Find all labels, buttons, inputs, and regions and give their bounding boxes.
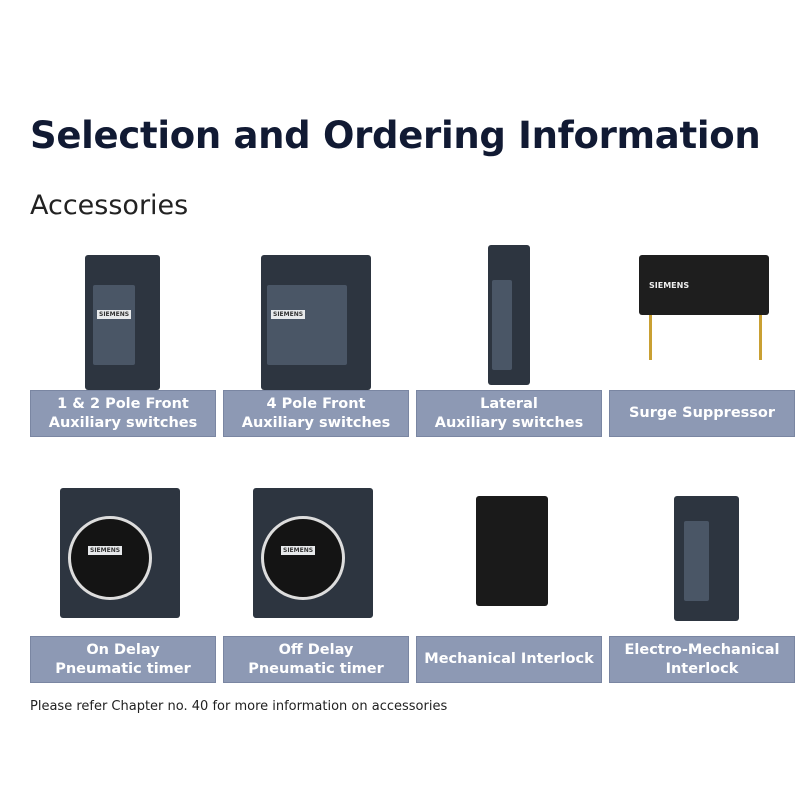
electro-mechanical-interlock-icon (609, 496, 795, 636)
mechanical-interlock-icon (416, 496, 602, 636)
on-delay-timer-icon: SIEMENS (30, 488, 216, 636)
item-label: Mechanical Interlock (416, 636, 602, 683)
surge-suppressor-icon: SIEMENS (609, 250, 795, 390)
footnote: Please refer Chapter no. 40 for more inf… (30, 699, 448, 714)
accessory-card: SIEMENS Surge Suppressor (609, 250, 795, 437)
lateral-aux-switch-icon (416, 245, 602, 390)
accessory-card: Mechanical Interlock (416, 496, 602, 683)
front-aux-switch-4pole-icon: SIEMENS (223, 250, 409, 390)
front-aux-switch-2pole-icon: SIEMENS (30, 250, 216, 390)
page-title: Selection and Ordering Information (30, 114, 761, 157)
section-title: Accessories (30, 190, 189, 221)
off-delay-timer-icon: SIEMENS (223, 488, 409, 636)
item-label: Surge Suppressor (609, 390, 795, 437)
